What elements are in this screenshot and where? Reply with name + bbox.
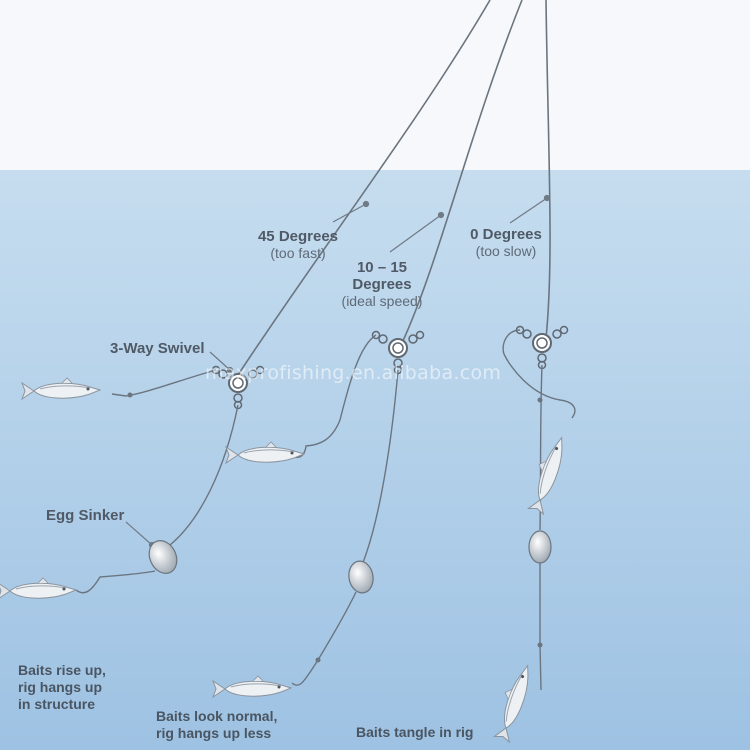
caption-rig-0: Baits tangle in rig	[356, 724, 474, 740]
caption-rig-45-line-2: rig hangs up	[18, 679, 102, 695]
label-10-15-title-2: Degrees	[352, 276, 412, 293]
label-swivel: 3-Way Swivel	[110, 340, 205, 357]
egg-sinker-3	[528, 530, 552, 564]
egg-sinker-2	[348, 560, 374, 594]
line-10-15-degrees	[401, 0, 523, 344]
water-area	[0, 170, 750, 750]
label-10-15-note: (ideal speed)	[341, 293, 423, 309]
caption-rig-45: Baits rise up, rig hangs up in structure	[18, 662, 106, 713]
label-45-title: 45 Degrees	[257, 228, 339, 245]
line-45-degrees	[235, 0, 491, 379]
watermark: maxprofishing.en.alibaba.com	[205, 362, 502, 384]
sky-area	[0, 0, 750, 170]
label-sinker: Egg Sinker	[46, 507, 125, 524]
caption-rig-45-line-3: in structure	[18, 696, 96, 712]
label-0-note: (too slow)	[475, 243, 537, 259]
label-0-degrees: 0 Degrees (too slow)	[456, 226, 556, 259]
label-10-15-degrees: 10 – 15 Degrees (ideal speed)	[332, 259, 432, 310]
caption-rig-45-line-1: Baits rise up,	[18, 662, 106, 678]
label-10-15-title-1: 10 – 15	[356, 259, 408, 276]
label-0-title: 0 Degrees	[470, 226, 542, 243]
rig-10-15-degrees	[212, 330, 425, 698]
caption-rig-ideal: Baits look normal, rig hangs up less	[156, 708, 277, 742]
egg-sinker-1	[148, 540, 178, 574]
label-leaders	[125, 194, 551, 549]
line-0-degrees	[545, 0, 551, 339]
caption-rig-ideal-line-1: Baits look normal,	[156, 708, 278, 724]
caption-rig-ideal-line-2: rig hangs up less	[156, 725, 272, 741]
rig-0-degrees	[489, 325, 576, 743]
rig-45-degrees	[0, 365, 265, 600]
label-45-degrees: 45 Degrees (too fast)	[248, 228, 348, 261]
label-45-note: (too fast)	[270, 245, 326, 261]
